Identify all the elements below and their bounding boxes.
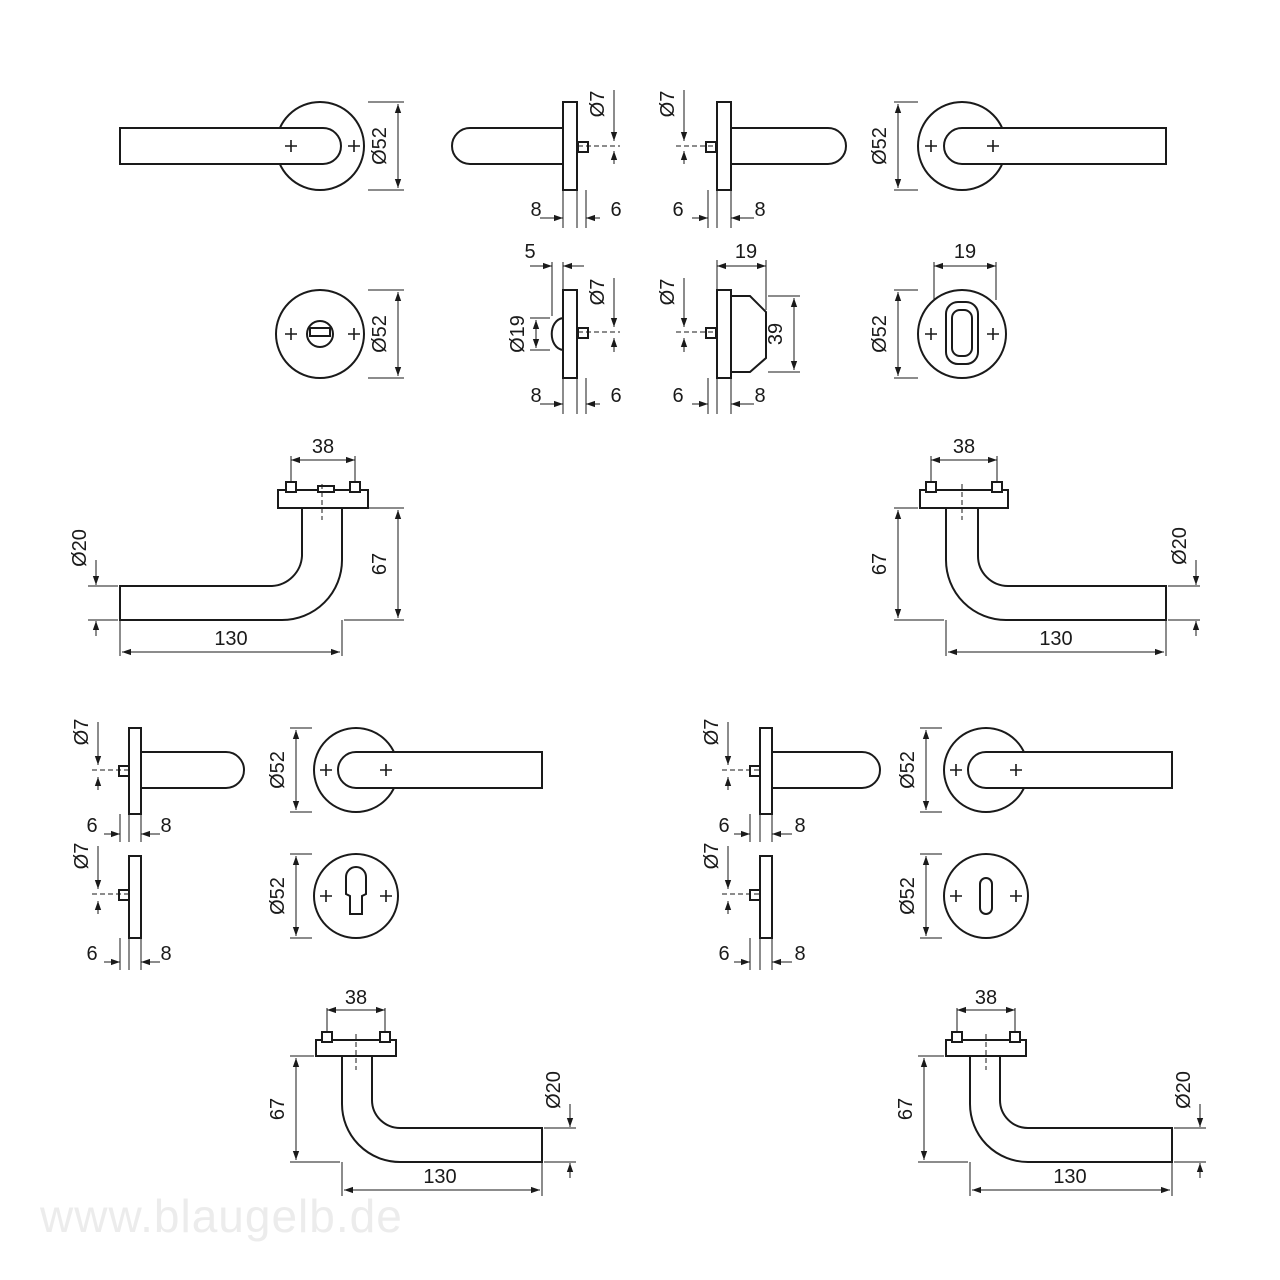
dim-d20: Ø20 — [1169, 527, 1191, 565]
wc-turn-rosette-front: 19 Ø52 — [869, 241, 1007, 379]
dim-130: 130 — [1039, 628, 1072, 650]
dim-6: 6 — [672, 385, 683, 407]
dim-130: 130 — [1053, 1166, 1086, 1188]
dim-67: 67 — [369, 553, 391, 575]
dim-6: 6 — [718, 815, 729, 837]
dim-8: 8 — [794, 943, 805, 965]
dim-38: 38 — [312, 436, 334, 458]
dim-8: 8 — [754, 385, 765, 407]
handle-side-view-right: 6 8 Ø7 — [657, 90, 847, 228]
handle-front-view-left: Ø52 — [119, 101, 404, 191]
handle-side-view-lower-left: 6 8 Ø7 — [71, 719, 245, 842]
dim-19: 19 — [954, 241, 976, 263]
handle-top-view-bottom-left: 38 67 130 Ø20 — [267, 987, 576, 1196]
dim-8: 8 — [754, 199, 765, 221]
dim-d52: Ø52 — [267, 877, 289, 915]
dim-38: 38 — [345, 987, 367, 1009]
dim-8: 8 — [160, 943, 171, 965]
dim-38: 38 — [953, 436, 975, 458]
handle-top-view-left: 38 67 130 Ø20 — [69, 436, 404, 656]
dim-d7: Ø7 — [71, 843, 93, 870]
handle-front-view-lower-right: Ø52 — [897, 727, 1173, 813]
dim-d52: Ø52 — [369, 127, 391, 165]
dim-39: 39 — [765, 323, 787, 345]
dim-d52: Ø52 — [897, 877, 919, 915]
dim-67: 67 — [267, 1098, 289, 1120]
dim-19: 19 — [735, 241, 757, 263]
dim-d52: Ø52 — [869, 127, 891, 165]
dim-6: 6 — [86, 943, 97, 965]
dim-67: 67 — [869, 553, 891, 575]
wc-rosette-front: Ø52 — [275, 289, 404, 379]
handle-top-view-right: 38 67 130 Ø20 — [869, 436, 1200, 656]
dim-6: 6 — [610, 199, 621, 221]
wc-rosette-side-right: 19 39 6 8 Ø7 — [657, 241, 800, 414]
dim-8: 8 — [794, 815, 805, 837]
dim-8: 8 — [530, 199, 541, 221]
handle-side-view-lower-right: 6 8 Ø7 — [701, 719, 881, 842]
dim-d20: Ø20 — [1173, 1071, 1195, 1109]
dim-6: 6 — [610, 385, 621, 407]
handle-front-view-lower-left: Ø52 — [267, 727, 543, 813]
dim-67: 67 — [895, 1098, 917, 1120]
dim-d7: Ø7 — [587, 279, 609, 306]
dim-d7: Ø7 — [657, 91, 679, 118]
keyhole-rosette-side: 6 8 Ø7 — [701, 843, 806, 970]
profile-cylinder-rosette-front: Ø52 — [267, 853, 399, 939]
wc-rosette-side-left: 5 Ø19 8 6 Ø7 — [507, 241, 622, 414]
dim-5: 5 — [524, 241, 535, 263]
dim-d20: Ø20 — [69, 529, 91, 567]
dim-130: 130 — [423, 1166, 456, 1188]
dim-6: 6 — [672, 199, 683, 221]
watermark-text: www.blaugelb.de — [39, 1190, 403, 1242]
handle-side-view-left: 8 6 Ø7 — [451, 90, 622, 228]
dim-d7: Ø7 — [701, 719, 723, 746]
dim-8: 8 — [160, 815, 171, 837]
dim-d7: Ø7 — [701, 843, 723, 870]
dim-d52: Ø52 — [369, 315, 391, 353]
dim-6: 6 — [718, 943, 729, 965]
dim-38: 38 — [975, 987, 997, 1009]
handle-top-view-bottom-right: 38 67 130 Ø20 — [895, 987, 1206, 1196]
dim-d19: Ø19 — [507, 315, 529, 353]
profile-cylinder-rosette-side: 6 8 Ø7 — [71, 843, 172, 970]
dim-d52: Ø52 — [267, 751, 289, 789]
dim-8: 8 — [530, 385, 541, 407]
dim-d20: Ø20 — [543, 1071, 565, 1109]
keyhole-rosette-front: Ø52 — [897, 853, 1029, 939]
handle-front-view-right: Ø52 — [869, 101, 1167, 191]
dim-d52: Ø52 — [897, 751, 919, 789]
dim-d7: Ø7 — [587, 91, 609, 118]
dim-130: 130 — [214, 628, 247, 650]
dim-d7: Ø7 — [657, 279, 679, 306]
dim-d7: Ø7 — [71, 719, 93, 746]
dim-6: 6 — [86, 815, 97, 837]
dim-d52: Ø52 — [869, 315, 891, 353]
